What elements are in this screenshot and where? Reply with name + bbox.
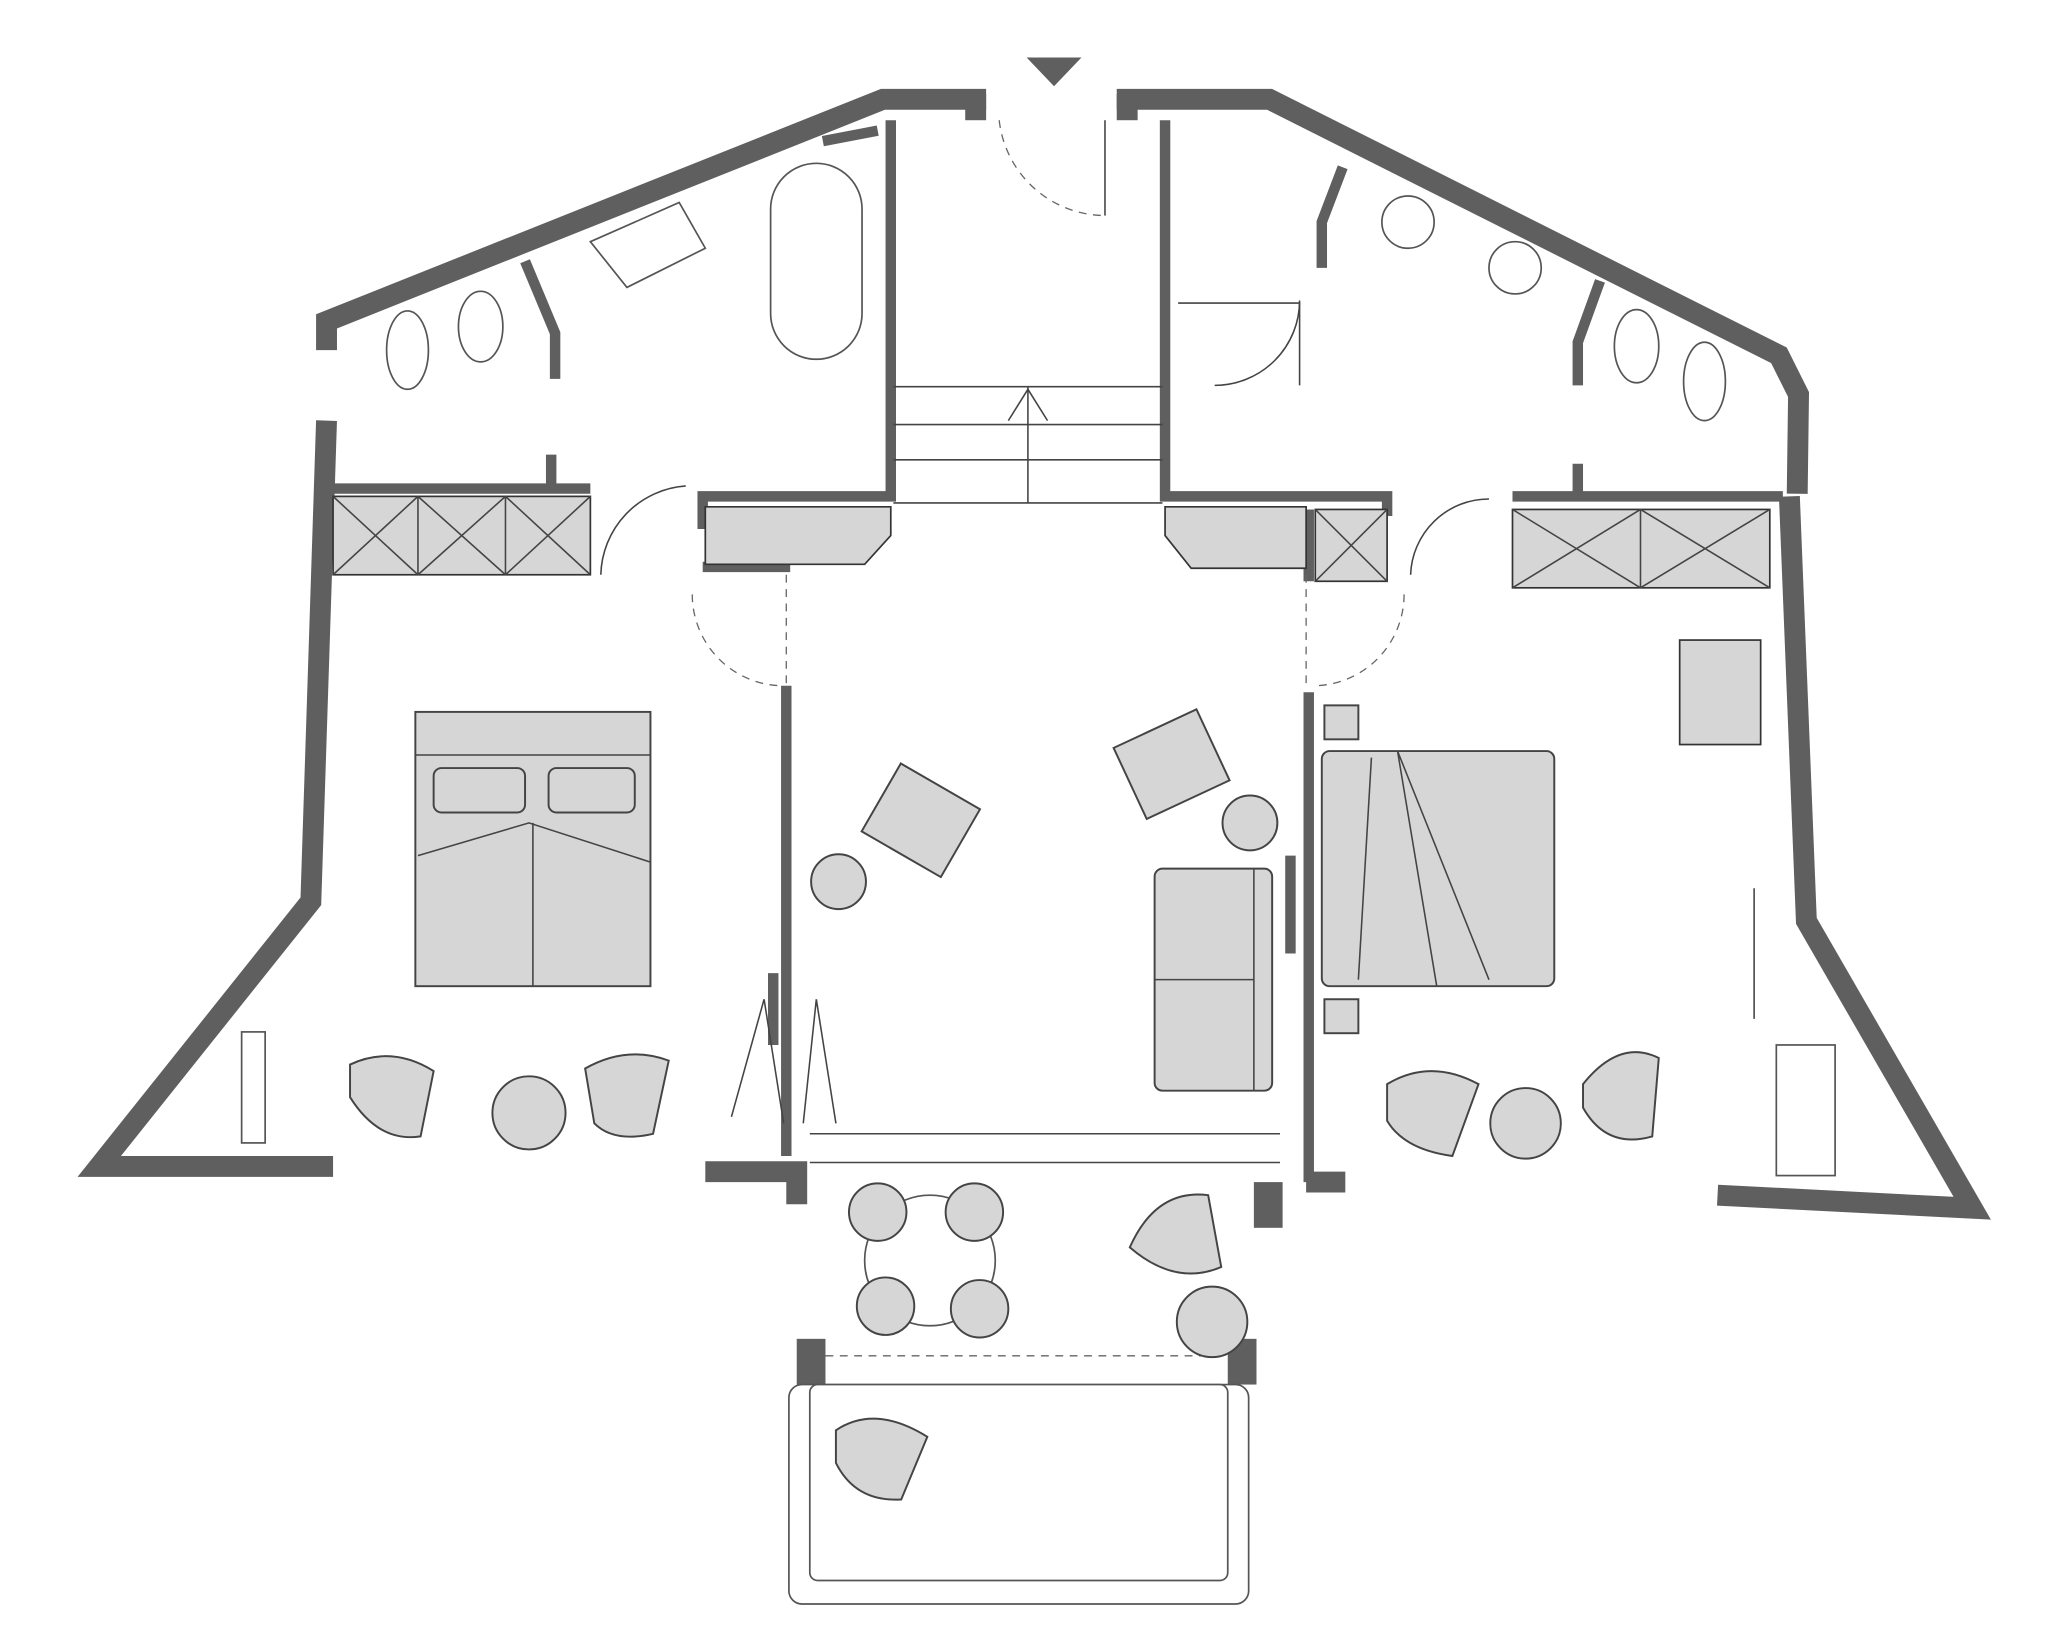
- armchair: [1128, 1193, 1223, 1275]
- toilet: [1613, 308, 1660, 384]
- left-bedroom-furniture: [240, 710, 670, 1151]
- double-bed: [1320, 750, 1556, 988]
- chair: [944, 1182, 1005, 1242]
- doors: [600, 120, 1489, 687]
- easel: [730, 999, 837, 1124]
- toilet: [457, 290, 504, 363]
- hall-console-left: [704, 505, 892, 566]
- living-room-furniture: [730, 708, 1279, 1124]
- side-table: [491, 1075, 567, 1151]
- side-table: [1175, 1285, 1249, 1359]
- side-table: [1221, 794, 1279, 852]
- chair: [855, 1276, 916, 1336]
- bidet: [385, 310, 430, 391]
- hall-console-right: [1164, 505, 1307, 570]
- entrance-arrow-icon: [1026, 57, 1082, 87]
- wardrobes: [332, 495, 1771, 746]
- washbasin: [1381, 195, 1435, 250]
- stair-up-arrow-icon: [1007, 387, 1049, 422]
- armchair: [1386, 1070, 1480, 1158]
- armchair: [1112, 708, 1231, 821]
- staircase: [893, 385, 1163, 504]
- right-bedroom-furniture: [1320, 704, 1836, 1177]
- side-table: [810, 853, 867, 911]
- armchair: [834, 1417, 929, 1501]
- bidet: [1682, 341, 1727, 422]
- armchair: [1582, 1051, 1660, 1141]
- nightstand: [1323, 998, 1360, 1035]
- bathtub: [769, 162, 863, 361]
- chair: [949, 1279, 1010, 1339]
- washbasin: [589, 201, 707, 289]
- chair: [848, 1182, 908, 1242]
- washbasin: [1488, 240, 1543, 295]
- desk: [1678, 639, 1762, 746]
- bathroom-fixtures: [385, 162, 1727, 422]
- shelf: [1775, 1044, 1836, 1177]
- armchair: [349, 1055, 435, 1139]
- armchair: [860, 762, 982, 879]
- nightstand: [1323, 704, 1360, 741]
- tv-cabinet: [240, 1031, 266, 1144]
- armchair: [584, 1053, 670, 1138]
- terrace: [788, 1132, 1280, 1605]
- side-table: [1489, 1087, 1562, 1160]
- interior-walls: [333, 120, 1783, 1183]
